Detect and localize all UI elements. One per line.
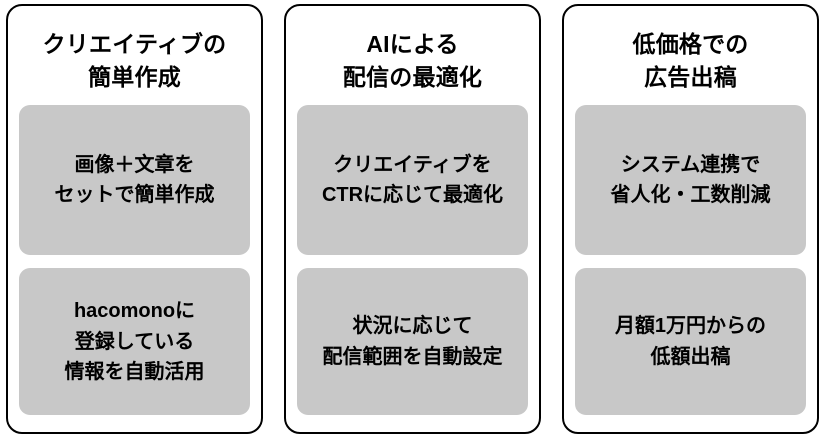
feature-panel: hacomonoに 登録している 情報を自動活用: [19, 268, 250, 416]
feature-panel-text: クリエイティブを CTRに応じて最適化: [321, 153, 504, 207]
feature-panel-text: 状況に応じて 配信範囲を自動設定: [322, 315, 503, 368]
feature-panel: 月額1万円からの 低額出稿: [575, 268, 806, 416]
feature-panel: 状況に応じて 配信範囲を自動設定: [297, 268, 528, 416]
panel-stack: 画像＋文章を セットで簡単作成 hacomonoに 登録している 情報を自動活用: [19, 93, 250, 432]
feature-panel: 画像＋文章を セットで簡単作成: [19, 105, 250, 256]
card-title: AIによる 配信の最適化: [342, 31, 483, 90]
card-title: 低価格での 広告出稿: [632, 31, 749, 90]
feature-panel: システム連携で 省人化・工数削減: [575, 105, 806, 256]
feature-card-low-price-advertising: 低価格での 広告出稿 システム連携で 省人化・工数削減 月額1万円からの 低額出…: [562, 4, 819, 434]
panel-stack: システム連携で 省人化・工数削減 月額1万円からの 低額出稿: [575, 93, 806, 432]
feature-panel-text: システム連携で 省人化・工数削減: [610, 153, 771, 207]
feature-panel-text: hacomonoに 登録している 情報を自動活用: [64, 300, 205, 383]
card-title: クリエイティブの 簡単作成: [42, 31, 227, 90]
feature-panel: クリエイティブを CTRに応じて最適化: [297, 105, 528, 256]
feature-card-creative-creation: クリエイティブの 簡単作成 画像＋文章を セットで簡単作成 hacomonoに …: [6, 4, 263, 434]
feature-card-ai-optimization: AIによる 配信の最適化 クリエイティブを CTRに応じて最適化 状況に応じて …: [284, 4, 541, 434]
feature-panel-text: 月額1万円からの 低額出稿: [614, 315, 767, 368]
feature-panel-text: 画像＋文章を セットで簡単作成: [54, 153, 215, 207]
panel-stack: クリエイティブを CTRに応じて最適化 状況に応じて 配信範囲を自動設定: [297, 93, 528, 432]
